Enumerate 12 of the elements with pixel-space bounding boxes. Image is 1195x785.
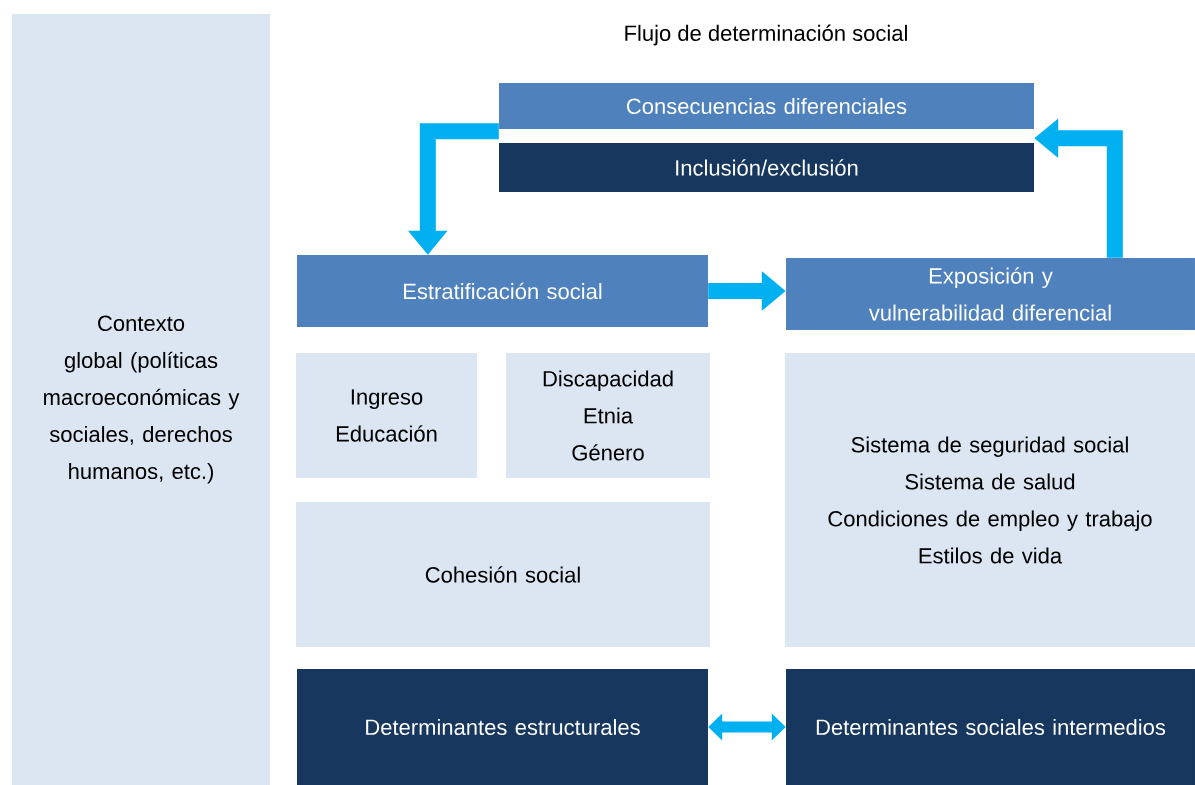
process-box: Inclusión/exclusión	[499, 143, 1034, 192]
process-box: Exposición y vulnerabilidad diferencial	[786, 258, 1195, 330]
process-box: Consecuencias diferenciales	[499, 83, 1034, 129]
determinant-box: Determinantes sociales intermedios	[786, 669, 1195, 785]
factor-box: Cohesión social	[296, 502, 710, 647]
factor-box: Ingreso Educación	[296, 353, 477, 478]
title: Flujo de determinación social	[625, 24, 907, 46]
determinant-box: Determinantes estructurales	[297, 669, 708, 785]
context-band: Contexto global (políticas macroeconómicas y sociales, derechos humanos, etc.)	[12, 14, 270, 785]
process-box: Estratificación social	[297, 255, 708, 327]
factor-box: Sistema de seguridad social Sistema de salud Condiciones de empleo y trabajo Estilos de vida	[785, 353, 1195, 647]
factor-box: Discapacidad Etnia Género	[506, 353, 710, 478]
